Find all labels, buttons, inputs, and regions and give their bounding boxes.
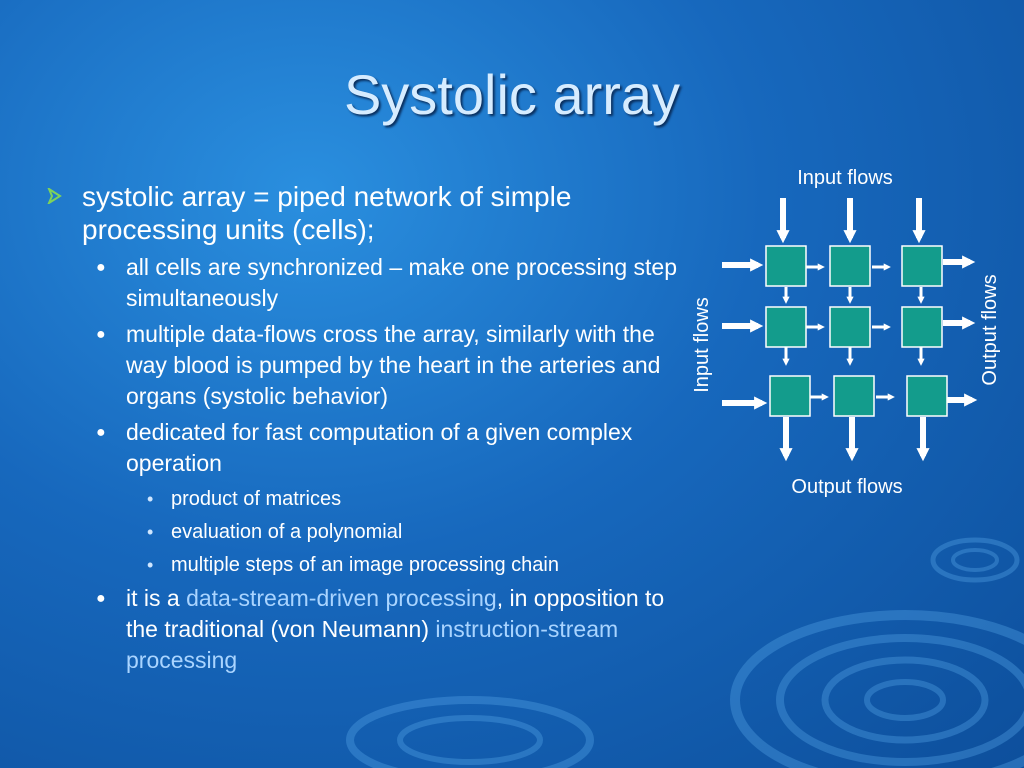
bullet-sub-2: ● multiple data-flows cross the array, s…: [44, 319, 694, 412]
bullet-sub-3-item-1-text: product of matrices: [171, 488, 342, 510]
slide-title: Systolic array: [343, 63, 681, 126]
small-dot-bullet-icon: •: [147, 522, 154, 542]
bullet-sub-4-highlight-2: instruction-stream processing: [126, 616, 619, 673]
small-dot-bullet-icon: •: [147, 489, 154, 509]
dot-bullet-icon: ●: [96, 326, 106, 343]
small-dot-bullet-icon: •: [147, 555, 154, 575]
bullet-sub-4: ● it is a data-stream-driven processing,…: [44, 583, 694, 676]
bullet-sub-2-text: multiple data-flows cross the array, sim…: [126, 321, 661, 409]
label-output-flows-bottom: Output flows: [791, 476, 902, 498]
dot-bullet-icon: ●: [96, 590, 106, 607]
label-input-flows-top: Input flows: [797, 167, 893, 189]
cell-r2-c2: [829, 306, 871, 348]
bullet-sub-3: ● dedicated for fast computation of a gi…: [44, 417, 694, 479]
bullet-sub-4-highlight-1: data-stream-driven processing: [186, 585, 497, 611]
cell-r2-c3: [901, 306, 943, 348]
label-output-flows-right: Output flows: [979, 274, 1001, 385]
dot-bullet-icon: ●: [96, 259, 106, 276]
bullet-sub-1: ● all cells are synchronized – make one …: [44, 252, 694, 314]
label-input-flows-left: Input flows: [691, 297, 713, 393]
cell-r2-c1: [765, 306, 807, 348]
cell-r3-c3: [906, 375, 948, 417]
bullet-sub-3-text: dedicated for fast computation of a give…: [126, 419, 633, 476]
bullet-main: systolic array = piped network of simple…: [44, 180, 694, 246]
bullet-sub-3-item-3-text: multiple steps of an image processing ch…: [171, 554, 559, 576]
cell-r1-c1: [765, 245, 807, 287]
bullet-sub-4-middle: , in opposition to the traditional (von …: [126, 585, 665, 642]
bullet-sub-3-item-2: • evaluation of a polynomial: [44, 519, 694, 545]
cell-r1-c2: [829, 245, 871, 287]
cell-r3-c2: [833, 375, 875, 417]
bullet-sub-1-text: all cells are synchronized – make one pr…: [126, 254, 678, 311]
cell-r1-c3: [901, 245, 943, 287]
bullet-sub-3-item-2-text: evaluation of a polynomial: [171, 521, 403, 543]
dot-bullet-icon: ●: [96, 424, 106, 441]
bullet-sub-3-item-3: • multiple steps of an image processing …: [44, 552, 694, 578]
bullet-sub-4-prefix: it is a: [126, 585, 187, 611]
arrow-bullet-icon: [47, 188, 62, 204]
bullet-main-text: systolic array = piped network of simple…: [82, 181, 572, 245]
bullet-list: systolic array = piped network of simple…: [44, 180, 694, 676]
systolic-array-diagram: Input flows Output flows Input flows Out…: [691, 167, 1001, 498]
cell-r3-c1: [769, 375, 811, 417]
processing-cells: [765, 245, 948, 417]
bullet-sub-3-item-1: • product of matrices: [44, 486, 694, 512]
flow-arrows: [722, 198, 978, 462]
